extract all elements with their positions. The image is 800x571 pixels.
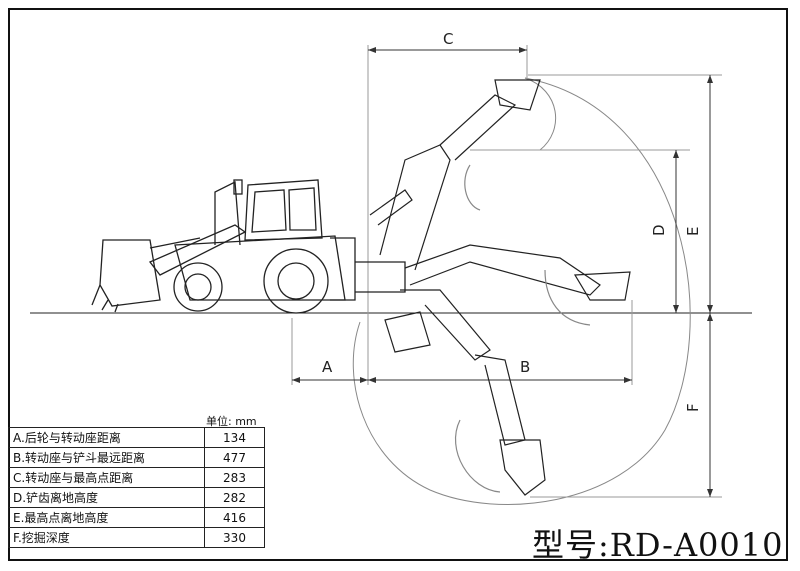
dim-label-a: A [322,358,333,376]
spec-label: A.后轮与转动座距离 [8,427,205,448]
spec-row: B.转动座与铲斗最远距离 477 [8,447,265,468]
spec-row: E.最高点离地高度 416 [8,507,265,528]
machine-body [174,235,346,301]
backhoe-arm-positions [369,79,631,496]
boom-lowered [400,289,491,361]
spec-label: F.挖掘深度 [8,527,205,548]
bucket-curl-arc-2 [544,269,591,326]
spec-value: 134 [204,427,265,448]
exhaust-pipe [233,179,243,195]
dipper-raised [439,94,517,161]
dipper-lowered [474,354,526,446]
bucket-curl-arc-3 [464,164,481,211]
reach-envelope-arc [352,77,691,505]
engine-hood [214,180,241,246]
backhoe-loader-machine [91,179,406,314]
spec-row: A.后轮与转动座距离 134 [8,427,265,448]
spec-value: 283 [204,467,265,488]
boom-raised [379,144,451,271]
bucket-extended [573,271,631,301]
arm-extended [404,244,601,296]
sheet-border [8,8,788,561]
stabilizer-frame [330,237,356,301]
spec-value: 477 [204,447,265,468]
dim-label-b: B [520,358,530,376]
front-bucket [99,239,161,307]
spec-value: 416 [204,507,265,528]
spec-value: 282 [204,487,265,508]
boom-cylinder-raised [369,189,413,226]
model-number: 型号:RD-A0010 [532,526,784,564]
spec-label: B.转动座与铲斗最远距离 [8,447,205,468]
front-wheel [173,262,223,312]
spec-label: E.最高点离地高度 [8,507,205,528]
dim-label-f: F [684,403,702,412]
spec-row: F.挖掘深度 330 [8,527,265,548]
loader-arm [148,224,247,276]
spec-row: D.铲齿离地高度 282 [8,487,265,508]
spec-row: C.转动座与最高点距离 283 [8,467,265,488]
spec-value: 330 [204,527,265,548]
rear-wheel-hub [277,262,315,300]
dim-label-c: C [443,30,453,48]
upper-arc [524,77,556,151]
bucket-curl-arc [454,419,501,493]
bucket-lowered [499,439,546,496]
stabilizer-leg [384,311,431,353]
spec-label: D.铲齿离地高度 [8,487,205,508]
rear-wheel [263,248,329,314]
spec-table: A.后轮与转动座距离 134 B.转动座与铲斗最远距离 477 C.转动座与最高… [8,427,265,548]
bucket-raised [494,79,541,111]
spec-label: C.转动座与最高点距离 [8,467,205,488]
dim-label-d: D [650,224,668,236]
front-wheel-hub [184,273,212,301]
unit-label: 单位: mm [206,415,257,428]
bucket-teeth [91,284,119,313]
loader-cylinder [149,237,201,249]
operator-cab [244,179,323,241]
dim-label-e: E [684,227,702,236]
cab-windows [251,187,317,233]
swing-post [355,261,406,293]
